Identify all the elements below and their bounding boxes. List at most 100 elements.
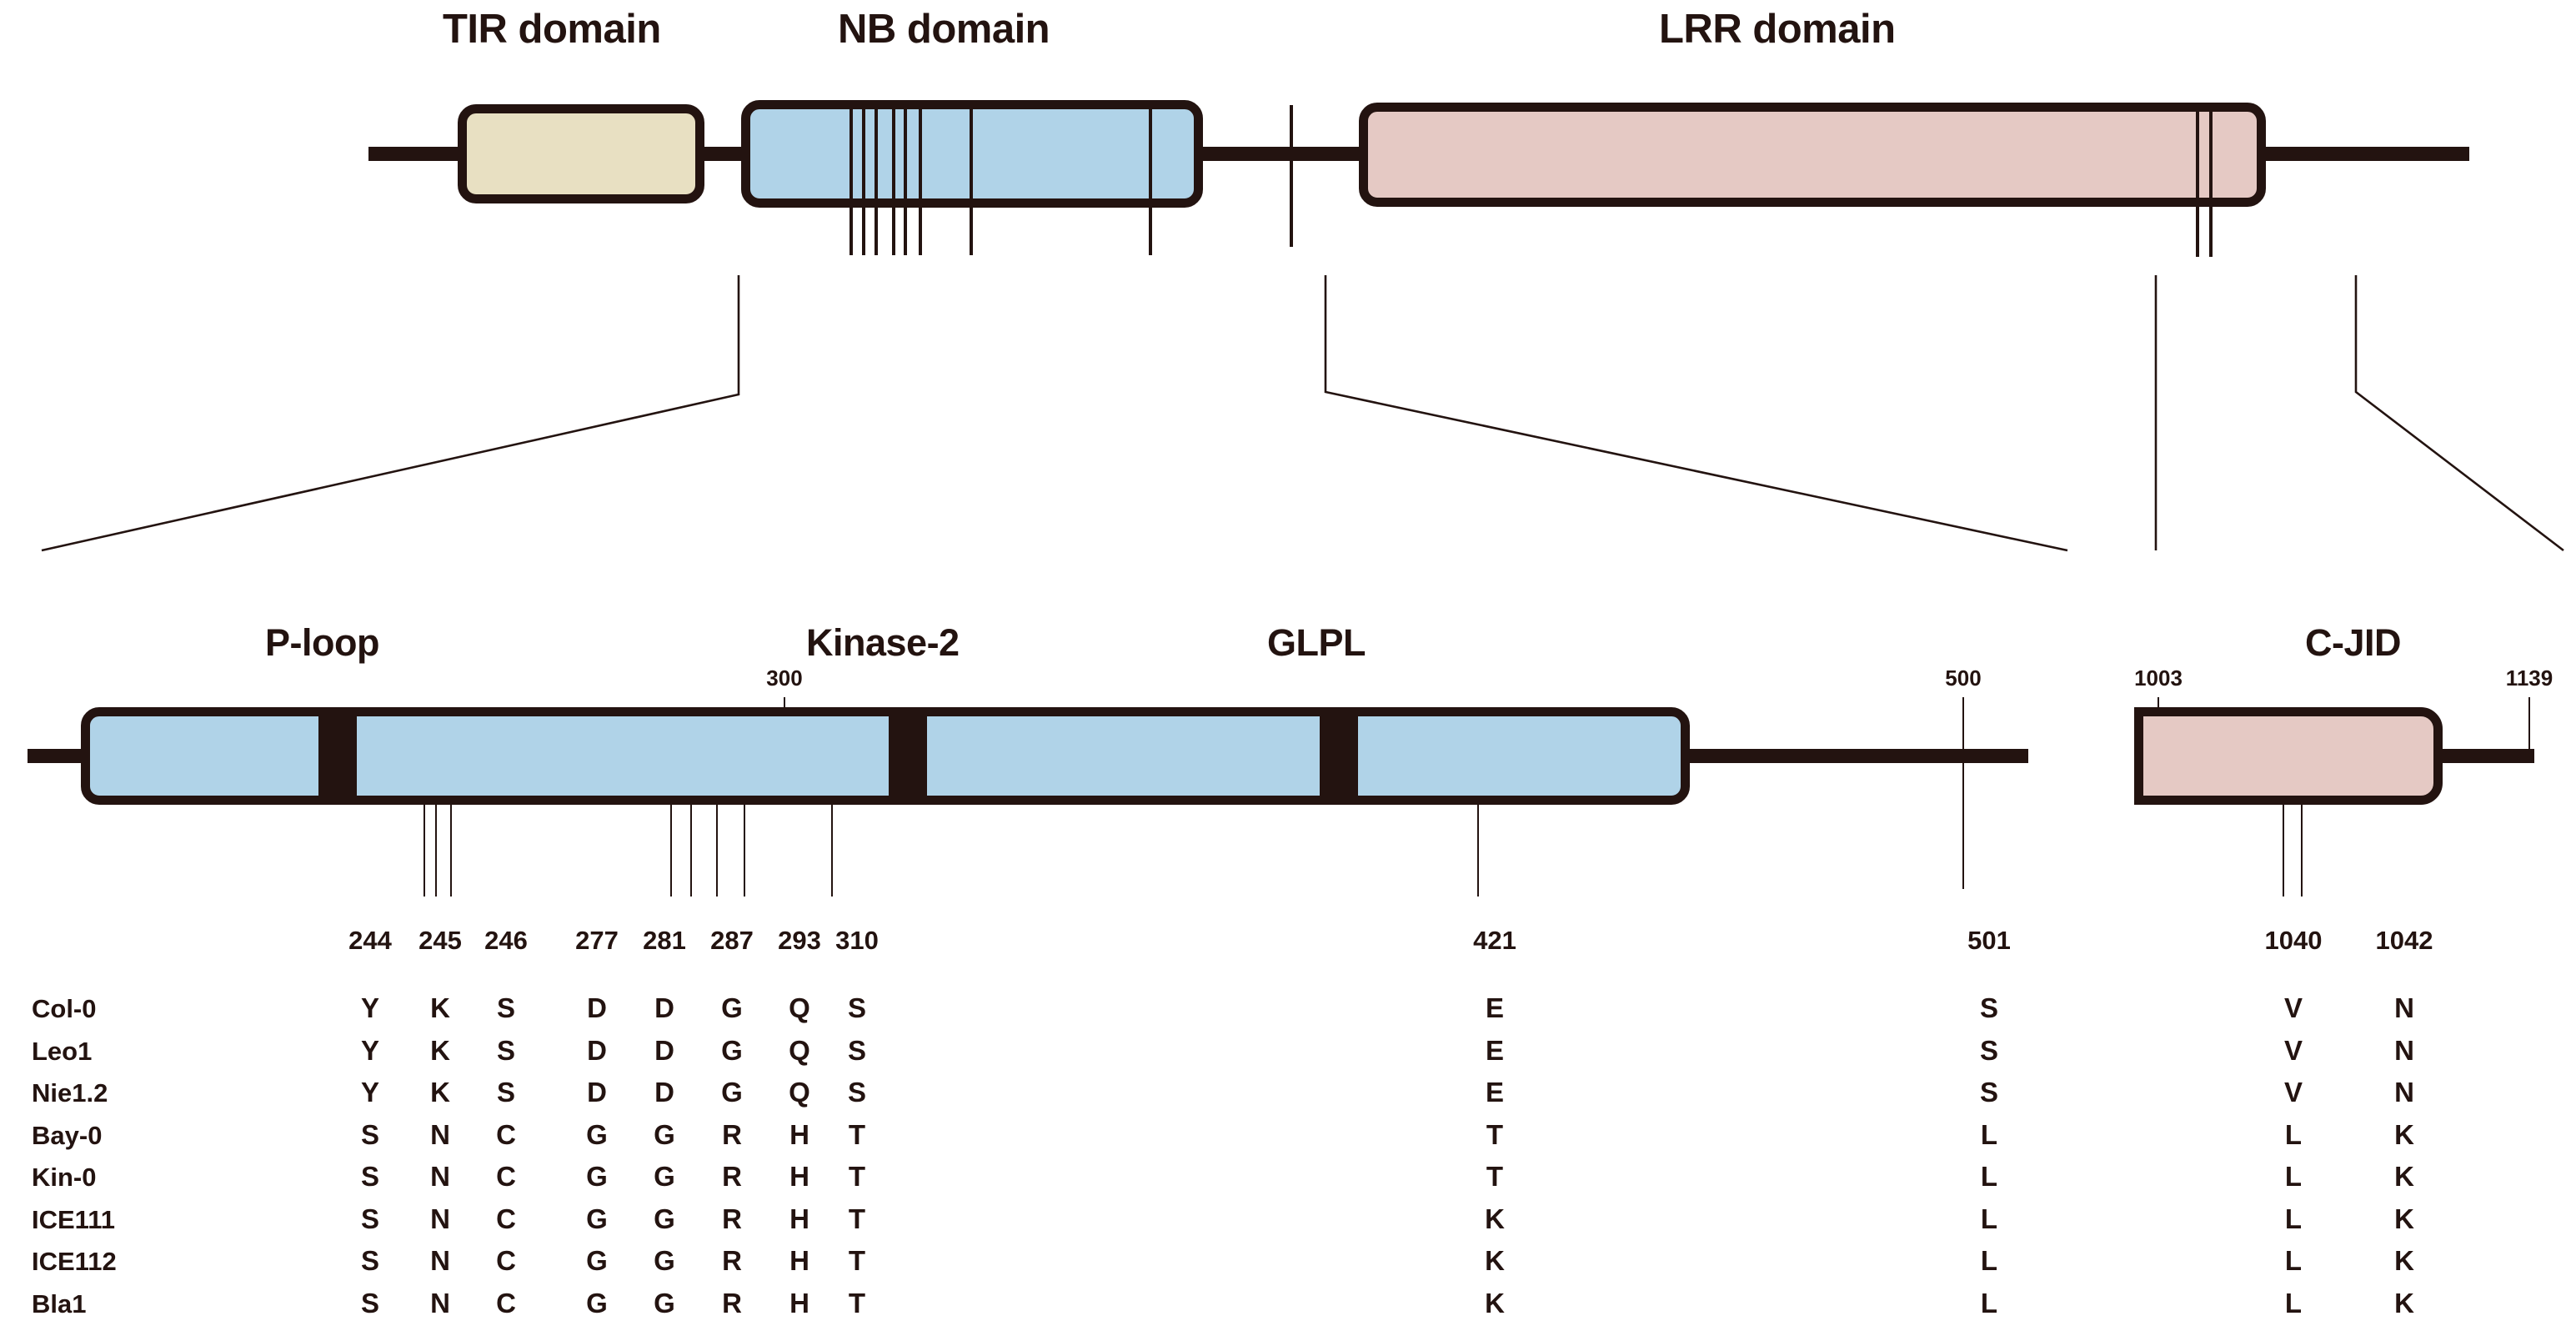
residue-cell: L <box>1980 1287 1998 1318</box>
residue-cell: S <box>1979 1077 1999 1107</box>
position-label-293: 293 <box>778 926 821 955</box>
residue-cell: G <box>586 1118 608 1150</box>
residue-cell: C <box>496 1118 516 1150</box>
residue-cell: T <box>848 1245 866 1276</box>
position-label-277: 277 <box>575 926 619 955</box>
residue-cell: T <box>1486 1118 1504 1150</box>
domain-title-nb: NB domain <box>838 7 1050 52</box>
residue-cell: G <box>654 1245 675 1276</box>
residue-cell: S <box>496 1077 516 1107</box>
motif-title-glpl: GLPL <box>1267 621 1366 664</box>
residue-cell: T <box>848 1161 866 1192</box>
motif-band-glpl <box>1320 716 1358 796</box>
residue-cell: L <box>1980 1245 1998 1276</box>
residue-cell: L <box>2284 1287 2303 1318</box>
domain-title-tir: TIR domain <box>443 7 661 52</box>
residue-cell: K <box>2394 1203 2414 1234</box>
residue-cell: K <box>2394 1287 2414 1318</box>
residue-cell: Q <box>789 1034 810 1066</box>
residue-cell: L <box>1980 1161 1998 1192</box>
residue-cell: R <box>722 1245 742 1276</box>
position-label-501: 501 <box>1967 926 2011 955</box>
strain-label-bay-0: Bay-0 <box>32 1120 103 1150</box>
scale-label-500: 500 <box>1945 665 1982 691</box>
residue-cell: L <box>2284 1161 2303 1192</box>
residue-cell: N <box>2394 1077 2414 1107</box>
domain-title-lrr: LRR domain <box>1659 7 1896 52</box>
residue-cell: R <box>722 1118 742 1150</box>
motif-title-ploop: P-loop <box>265 621 379 664</box>
nb-tick-2 <box>862 105 865 255</box>
residue-cell: G <box>721 992 743 1023</box>
residue-cell: H <box>789 1245 809 1276</box>
residue-cell: S <box>360 1203 380 1234</box>
residue-cell: H <box>789 1287 809 1318</box>
residue-cell: C <box>496 1245 516 1276</box>
residue-cell: R <box>722 1287 742 1318</box>
residue-cell: G <box>721 1077 743 1107</box>
cjid-domain-capsule <box>2134 707 2443 805</box>
residue-cell: G <box>586 1203 608 1234</box>
residue-tick-281 <box>690 805 692 897</box>
motif-band-ploop <box>318 716 357 796</box>
tir-domain-capsule <box>458 104 704 203</box>
residue-cell: T <box>848 1118 866 1150</box>
residue-cell: D <box>587 1034 607 1066</box>
lrr-domain-capsule <box>1359 103 2266 207</box>
residue-cell: S <box>847 1077 867 1107</box>
residue-cell: R <box>722 1203 742 1234</box>
residue-cell: C <box>496 1203 516 1234</box>
residue-cell: L <box>1980 1203 1998 1234</box>
position-label-1042: 1042 <box>2375 926 2433 955</box>
position-label-281: 281 <box>643 926 686 955</box>
residue-cell: K <box>430 1034 450 1066</box>
strain-label-leo1: Leo1 <box>32 1036 93 1066</box>
residue-cell: C <box>496 1161 516 1192</box>
residue-cell: S <box>496 992 516 1023</box>
residue-cell: D <box>587 1077 607 1107</box>
residue-tick-244 <box>423 805 425 897</box>
residue-cell: D <box>654 992 674 1023</box>
residue-cell: G <box>586 1245 608 1276</box>
nb-tick-6 <box>919 105 922 255</box>
cjid-bound-label-1003: 1003 <box>2134 665 2183 691</box>
residue-cell: K <box>1485 1203 1505 1234</box>
residue-cell: H <box>789 1118 809 1150</box>
residue-cell: S <box>360 1245 380 1276</box>
nb-tick-8 <box>1149 105 1152 255</box>
position-label-244: 244 <box>348 926 392 955</box>
residue-cell: D <box>654 1034 674 1066</box>
nb-tick-7 <box>970 105 973 255</box>
residue-cell: S <box>1979 992 1999 1023</box>
residue-cell: N <box>430 1203 450 1234</box>
residue-cell: S <box>360 1287 380 1318</box>
motif-title-kinase2: Kinase-2 <box>806 621 960 664</box>
lrr-tick-1 <box>2196 107 2199 257</box>
residue-cell: E <box>1485 1077 1505 1107</box>
domain-title-cjid: C-JID <box>2305 621 2402 664</box>
residue-cell: S <box>360 1161 380 1192</box>
residue-tick-293 <box>744 805 745 897</box>
position-label-310: 310 <box>835 926 879 955</box>
nb-tick-5 <box>904 105 907 255</box>
residue-cell: N <box>2394 1034 2414 1066</box>
position-label-421: 421 <box>1473 926 1516 955</box>
nb-tick-1 <box>849 105 853 255</box>
strain-label-kin-0: Kin-0 <box>32 1163 97 1192</box>
residue-tick-421 <box>1477 805 1479 897</box>
residue-cell: C <box>496 1287 516 1318</box>
residue-cell: V <box>2283 1034 2303 1066</box>
motif-band-kinase2 <box>889 716 927 796</box>
residue-cell: Q <box>789 992 810 1023</box>
residue-cell: K <box>2394 1118 2414 1150</box>
position-label-1040: 1040 <box>2264 926 2323 955</box>
lrr-tick-2 <box>2209 107 2213 257</box>
residue-cell: S <box>1979 1034 1999 1066</box>
residue-cell: G <box>586 1287 608 1318</box>
residue-cell: K <box>430 992 450 1023</box>
scale-label-300: 300 <box>766 665 803 691</box>
position-label-246: 246 <box>484 926 528 955</box>
cjid-bound-tick-1139 <box>2528 697 2530 752</box>
residue-cell: S <box>847 1034 867 1066</box>
